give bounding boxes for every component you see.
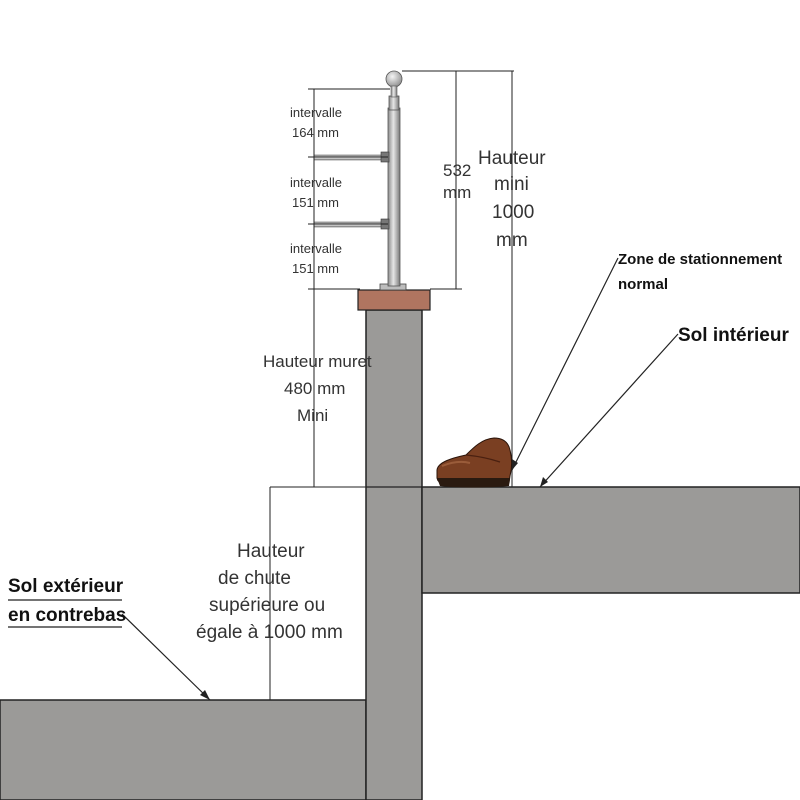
- fall-dimension-lines: [269, 486, 366, 700]
- interval-2-value: 151 mm: [292, 195, 339, 210]
- wall-height-line1: Hauteur muret: [263, 352, 372, 371]
- indoor-slab: [421, 486, 800, 594]
- leader-arrow-indoor: [540, 477, 548, 487]
- outdoor-floor-line2: en contrebas: [8, 605, 126, 626]
- fall-height-line1: Hauteur: [237, 541, 305, 562]
- total-height-line3: 1000: [492, 202, 534, 223]
- wall-height-line3: Mini: [297, 406, 328, 425]
- handrail-neck: [390, 85, 398, 98]
- wall-height-line2: 480 mm: [284, 379, 345, 398]
- fall-height-line3: supérieure ou: [209, 595, 325, 616]
- shoe-icon: [436, 437, 512, 488]
- post-collar: [388, 95, 400, 111]
- interval-2-word: intervalle: [290, 175, 342, 190]
- leader-arrow-parking: [512, 459, 518, 470]
- wall-pillar: [365, 309, 423, 800]
- interval-dimension-lines: [308, 88, 390, 487]
- fall-height-line2: de chute: [218, 568, 291, 589]
- outdoor-ground: [0, 699, 367, 800]
- leader-arrow-outdoor: [200, 690, 210, 700]
- interval-1-word: intervalle: [290, 105, 342, 120]
- fall-height-line4: égale à 1000 mm: [196, 622, 343, 643]
- parking-zone-line1: Zone de stationnement: [618, 251, 782, 268]
- outdoor-floor-line1: Sol extérieur: [8, 576, 124, 597]
- total-height-line4: mm: [496, 230, 528, 251]
- wall-coping: [357, 289, 431, 311]
- total-height-line1: Hauteur: [478, 148, 546, 169]
- handrail-ball: [385, 70, 403, 88]
- interval-1-value: 164 mm: [292, 125, 339, 140]
- total-height-line2: mini: [494, 174, 529, 195]
- post-height-unit: mm: [443, 183, 471, 202]
- interval-3-word: intervalle: [290, 241, 342, 256]
- parking-zone-line2: normal: [618, 276, 668, 293]
- railing-post: [387, 107, 401, 287]
- indoor-floor-label: Sol intérieur: [678, 325, 789, 346]
- post-height-value: 532: [443, 161, 471, 180]
- interval-3-value: 151 mm: [292, 261, 339, 276]
- leader-lines: [8, 257, 679, 701]
- height-dimension-lines: [402, 70, 514, 487]
